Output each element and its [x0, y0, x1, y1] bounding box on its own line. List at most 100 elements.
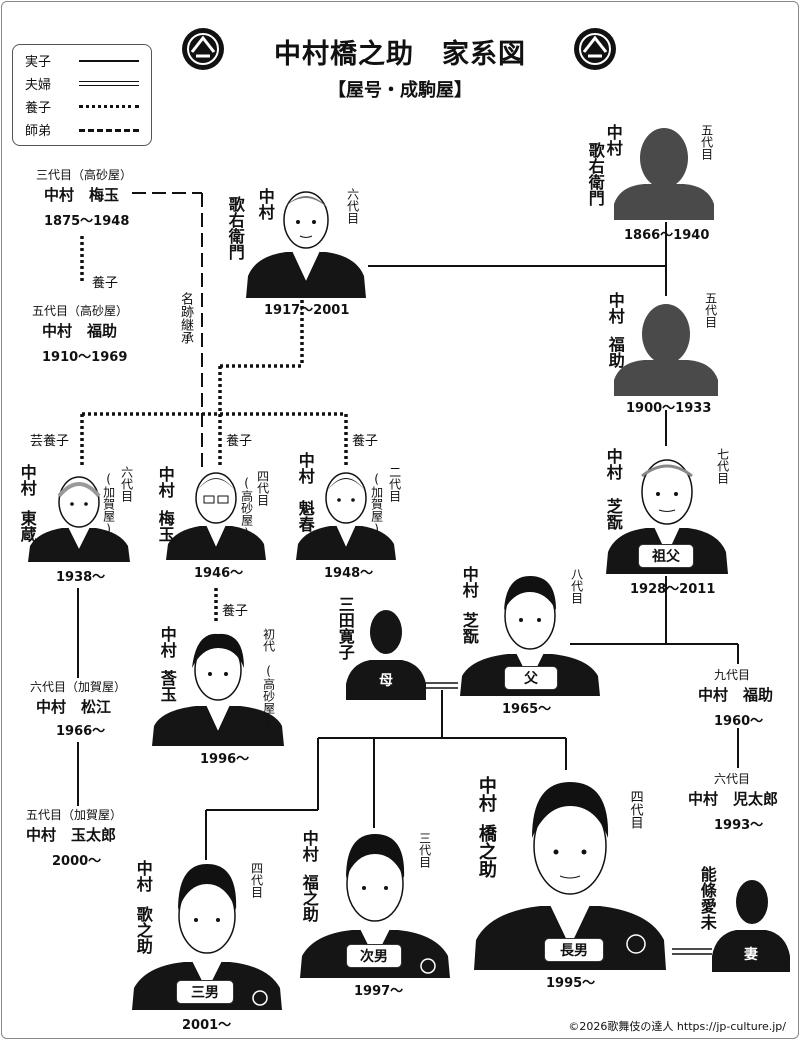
person-generation: 六代目 [345, 188, 360, 224]
person-family-name: 中村 [17, 464, 37, 496]
person-family-name: 中村 [295, 452, 315, 484]
portrait-illustration [300, 834, 450, 978]
relation-label-adopted: 養子 [92, 276, 119, 291]
person-given-name: 歌右衛門 [585, 142, 605, 206]
person-family-name: 中村 [603, 124, 623, 156]
person-given-name: 福之助 [299, 874, 319, 922]
legend: 実子 夫婦 養子 師弟 [12, 44, 152, 146]
role-badge: 長男 [544, 938, 604, 962]
relation-label-name-succession: 名跡継承 [178, 292, 193, 344]
legend-label-biological: 実子 [25, 55, 52, 70]
family-crest-icon [574, 28, 616, 70]
person-given-name: 橋之助 [475, 824, 497, 878]
legend-label-apprentice: 師弟 [25, 124, 52, 139]
person-generation: 六代目 [714, 772, 751, 786]
person-given-name: 東蔵 [17, 510, 37, 542]
person-name: 能條愛未 [697, 866, 717, 930]
person-name: 中村 児太郎 [688, 790, 779, 808]
relation-label-adopted: 養子 [226, 434, 253, 449]
person-name: 中村 玉太郎 [26, 826, 117, 844]
person-generation: 六代目（加賀屋） [30, 680, 127, 694]
person-family-name: 中村 [605, 292, 625, 324]
legend-line-solid [79, 60, 139, 62]
role-badge: 母 [360, 668, 412, 692]
person-years: 1997〜 [354, 984, 404, 999]
relation-label-adopted: 養子 [352, 434, 379, 449]
legend-label-married: 夫婦 [25, 78, 52, 93]
role-badge: 次男 [346, 944, 402, 968]
relation-label-adopted: 養子 [222, 604, 249, 619]
person-given-name: 芝翫 [603, 498, 623, 530]
copyright-footer: ©2026歌舞伎の達人 https://jp-culture.jp/ [568, 1020, 786, 1033]
person-years: 1875〜1948 [44, 214, 130, 229]
person-given-name: 歌之助 [133, 906, 153, 954]
person-generation: 四代目 [627, 790, 643, 829]
person-given-name: 莟玉 [157, 670, 177, 702]
person-name: 中村 福助 [698, 686, 774, 704]
portrait-illustration [28, 476, 130, 562]
person-generation: 五代目（加賀屋） [26, 808, 123, 822]
page-subtitle: 【屋号・成駒屋】 [328, 80, 472, 101]
role-badge: 祖父 [638, 544, 694, 568]
person-family-name: 中村 [157, 626, 177, 658]
person-family-name: 中村 [155, 466, 175, 498]
portrait-illustration [152, 633, 284, 746]
person-family-name: 中村 [603, 448, 623, 480]
person-generation: 三代目（高砂屋） [36, 168, 133, 182]
person-given-name: 歌右衛門 [225, 196, 245, 260]
person-generation: 九代目 [714, 668, 751, 682]
portrait-illustration [246, 191, 366, 298]
person-years: 1910〜1969 [42, 350, 128, 365]
person-given-name: 芝翫 [459, 612, 479, 644]
person-generation: 五代目（高砂屋） [32, 304, 129, 318]
role-badge: 妻 [728, 942, 774, 966]
person-generation: 初代 [261, 628, 276, 652]
person-yago: (加賀屋) [369, 472, 384, 536]
person-generation: 五代目 [699, 124, 714, 160]
person-generation: 三代目 [417, 832, 432, 868]
portrait-illustration [606, 459, 728, 574]
person-name: 三田寛子 [335, 596, 355, 660]
person-years: 1966〜 [56, 724, 106, 739]
person-years: 1946〜 [194, 566, 244, 581]
person-name: 中村 福助 [42, 322, 118, 340]
person-years: 1938〜 [56, 570, 106, 585]
role-badge: 父 [504, 666, 558, 690]
person-years: 1993〜 [714, 818, 764, 833]
person-years: 1866〜1940 [624, 228, 710, 243]
person-years: 2001〜 [182, 1018, 232, 1033]
legend-line-double [79, 81, 139, 86]
person-yago: (高砂屋) [239, 476, 254, 540]
portrait-silhouette [614, 304, 718, 396]
person-generation: 五代目 [703, 292, 718, 328]
person-given-name: 福助 [605, 336, 625, 368]
person-yago: (加賀屋) [101, 472, 116, 536]
person-family-name: 中村 [133, 860, 153, 892]
legend-line-dashed [79, 129, 139, 132]
legend-label-adopted: 養子 [25, 101, 52, 116]
portrait-illustration [296, 472, 396, 560]
person-years: 1996〜 [200, 752, 250, 767]
person-years: 1928〜2011 [630, 582, 716, 597]
person-generation: 四代目 [249, 862, 264, 898]
person-family-name: 中村 [475, 776, 497, 812]
person-generation: 六代目 [119, 466, 134, 502]
role-badge: 三男 [176, 980, 234, 1004]
person-family-name: 中村 [255, 188, 275, 220]
person-years: 1948〜 [324, 566, 374, 581]
person-years: 1965〜 [502, 702, 552, 717]
person-yago: (高砂屋) [261, 664, 276, 728]
person-given-name: 梅玉 [155, 510, 175, 542]
person-name: 中村 松江 [36, 698, 112, 716]
relation-label-art-adopted: 芸養子 [30, 434, 70, 449]
portrait-illustration [166, 472, 266, 560]
person-generation: 七代目 [715, 448, 730, 484]
person-family-name: 中村 [459, 566, 479, 598]
person-name: 中村 梅玉 [44, 186, 120, 204]
person-generation: 八代目 [569, 568, 584, 604]
person-family-name: 中村 [299, 830, 319, 862]
legend-line-dotted [79, 105, 139, 108]
person-years: 1960〜 [714, 714, 764, 729]
